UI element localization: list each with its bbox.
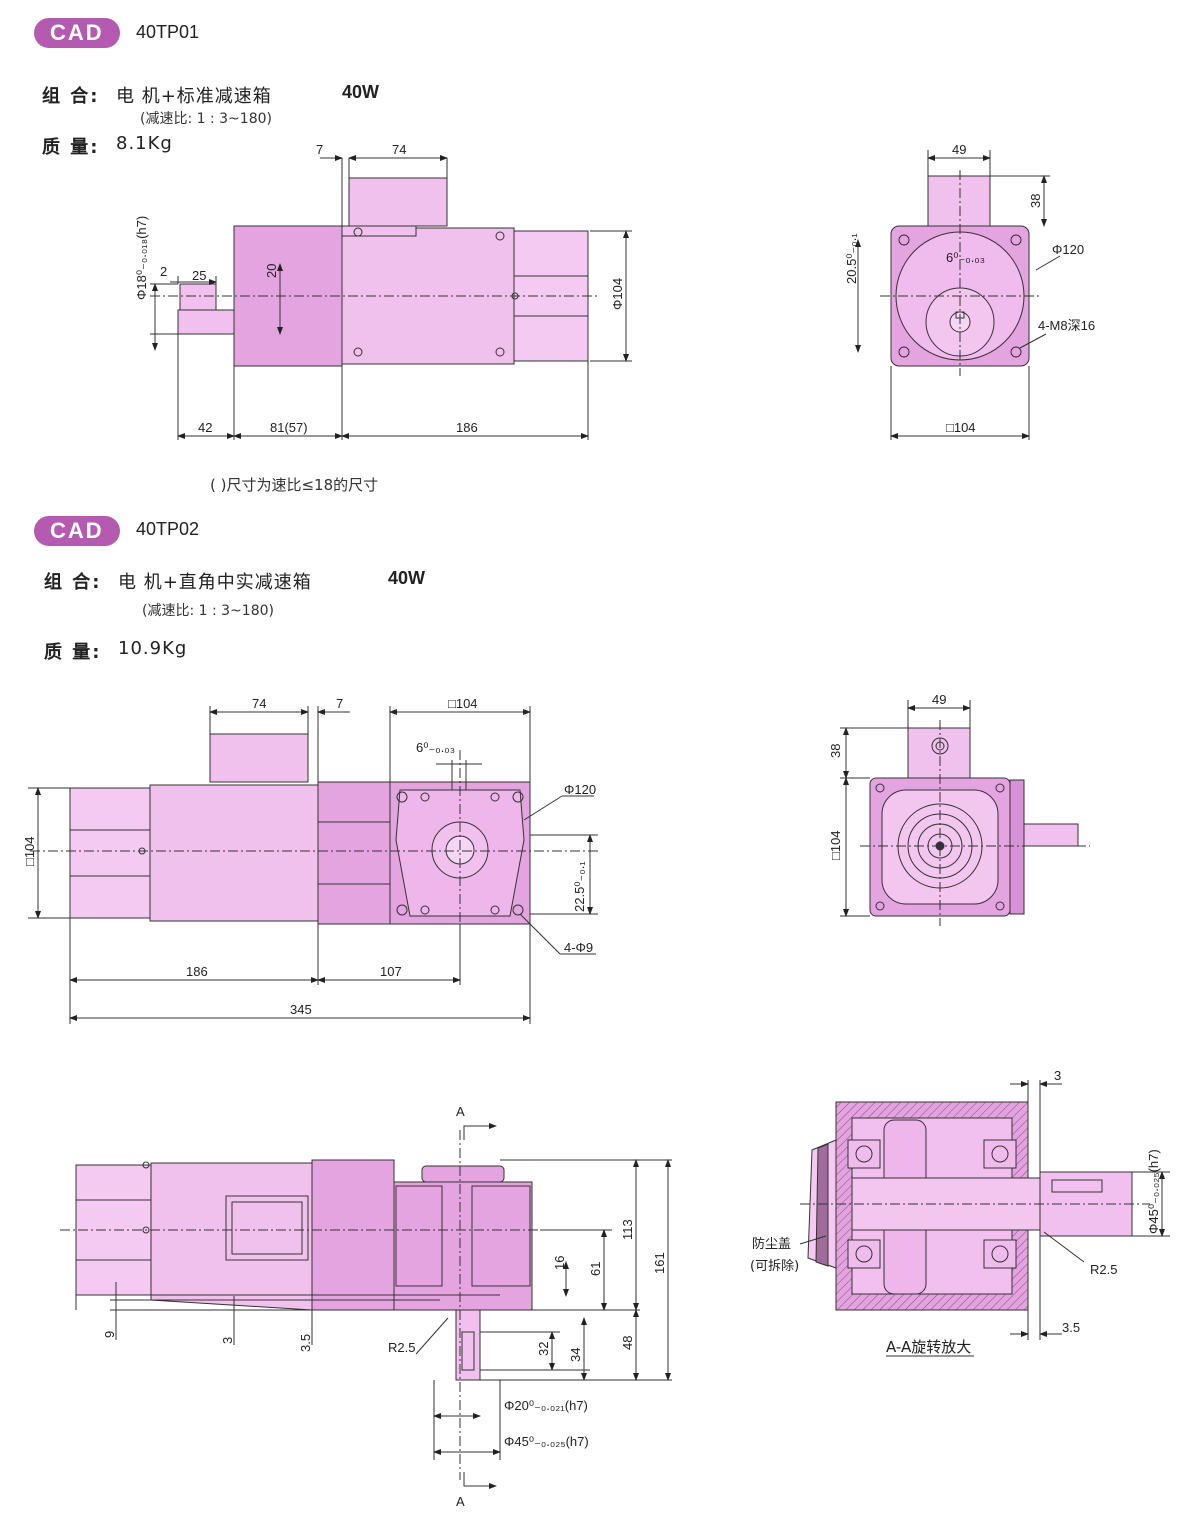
dim2-22-5: 22.5⁰₋₀.₁	[572, 861, 587, 912]
dim3-3: 3	[220, 1337, 235, 1344]
section-mark-a-bottom: A	[456, 1494, 465, 1509]
dim-49: 49	[952, 142, 966, 157]
dim2-phi120: Φ120	[564, 782, 596, 797]
combo-label-2: 组 合:	[44, 572, 102, 593]
ratio-note: (减速比: 1 : 3~180)	[140, 111, 272, 127]
dim4-phi45: Φ45⁰₋₀.₀₂₅(h7)	[1146, 1149, 1161, 1234]
dim4-r25: R2.5	[1090, 1262, 1117, 1277]
mass-label: 质 量:	[42, 137, 100, 158]
model-name-2: 40TP02	[136, 519, 200, 539]
dim3-phi45: Φ45⁰₋₀.₀₂₅(h7)	[504, 1434, 589, 1449]
motor-front-view-2	[860, 720, 1090, 926]
dim2-sq104-side: □104	[828, 830, 843, 860]
dim-186: 186	[456, 420, 478, 435]
dim2-49: 49	[932, 692, 946, 707]
dim2-holes: 4-Φ9	[564, 940, 593, 955]
dim2-sq104-top: □104	[448, 696, 478, 711]
dim3-phi20: Φ20⁰₋₀.₀₂₁(h7)	[504, 1398, 588, 1413]
dim-20-5: 20.5⁰₋₀.₁	[844, 233, 859, 284]
gearbox-top-view	[60, 1130, 612, 1480]
motor-front-view-1	[880, 170, 1040, 376]
dimension-footnote: ( )尺寸为速比≤18的尺寸	[210, 476, 379, 494]
mass-value-2: 10.9Kg	[118, 638, 188, 659]
dim-2: 2	[160, 264, 167, 279]
dim-sq104: □104	[946, 420, 976, 435]
dim-7: 7	[316, 142, 323, 157]
dim2-74: 74	[252, 696, 266, 711]
dim-holes: 4-M8深16	[1038, 318, 1095, 333]
dim2-107: 107	[380, 964, 402, 979]
dim4-3-5: 3.5	[1062, 1320, 1080, 1335]
dust-cover-removable: (可拆除)	[750, 1259, 799, 1274]
dim4-3: 3	[1054, 1068, 1061, 1083]
dim-phi104: Φ104	[610, 278, 625, 310]
ratio-note-2: (减速比: 1 : 3~180)	[142, 603, 274, 619]
dim-74: 74	[392, 142, 406, 157]
dim-81: 81(57)	[270, 420, 308, 435]
dim3-3-5: 3.5	[298, 1334, 313, 1352]
dust-cover-label: 防尘盖	[752, 1236, 791, 1252]
dim-20: 20	[264, 264, 279, 278]
dim3-16: 16	[552, 1256, 567, 1270]
dim-phi120: Φ120	[1052, 242, 1084, 257]
dim-25: 25	[192, 268, 206, 283]
section-mark-a-top: A	[456, 1104, 465, 1119]
power-rating-2: 40W	[388, 568, 426, 588]
dim2-345: 345	[290, 1002, 312, 1017]
dim3-34: 34	[568, 1348, 583, 1362]
model-name: 40TP01	[136, 22, 200, 42]
dim3-r25: R2.5	[388, 1340, 415, 1355]
dim-42: 42	[198, 420, 212, 435]
dim3-48: 48	[620, 1336, 635, 1350]
dim3-161: 161	[652, 1252, 667, 1274]
dim-38: 38	[1028, 194, 1043, 208]
power-rating: 40W	[342, 82, 380, 102]
dim-key: 6⁰₋₀.₀₃	[946, 250, 985, 265]
combo-value: 电 机+标准减速箱	[116, 86, 272, 107]
combo-value-2: 电 机+直角中实减速箱	[118, 572, 312, 593]
motor-side-view-2	[30, 733, 600, 940]
mass-label-2: 质 量:	[44, 642, 102, 663]
section-view-aa	[800, 1101, 1150, 1311]
cad-badge: CAD	[34, 18, 120, 48]
dim3-113: 113	[620, 1219, 635, 1240]
dim2-key: 6⁰₋₀.₀₃	[416, 740, 455, 755]
section-caption: A-A旋转放大	[886, 1338, 971, 1356]
combo-label: 组 合:	[42, 86, 100, 107]
mass-value: 8.1Kg	[116, 133, 173, 154]
cad-badge-2: CAD	[34, 516, 120, 546]
dim2-7: 7	[336, 696, 343, 711]
dim3-9: 9	[102, 1331, 117, 1338]
motor-side-view-1	[150, 177, 600, 367]
dim2-38: 38	[828, 744, 843, 758]
dim3-32: 32	[536, 1342, 551, 1356]
dim2-sq104-left: □104	[22, 836, 37, 866]
dim-shaft-dia: Φ18⁰₋₀.₀₁₈(h7)	[134, 216, 149, 300]
dim2-186: 186	[186, 964, 208, 979]
dim3-61: 61	[588, 1262, 603, 1276]
